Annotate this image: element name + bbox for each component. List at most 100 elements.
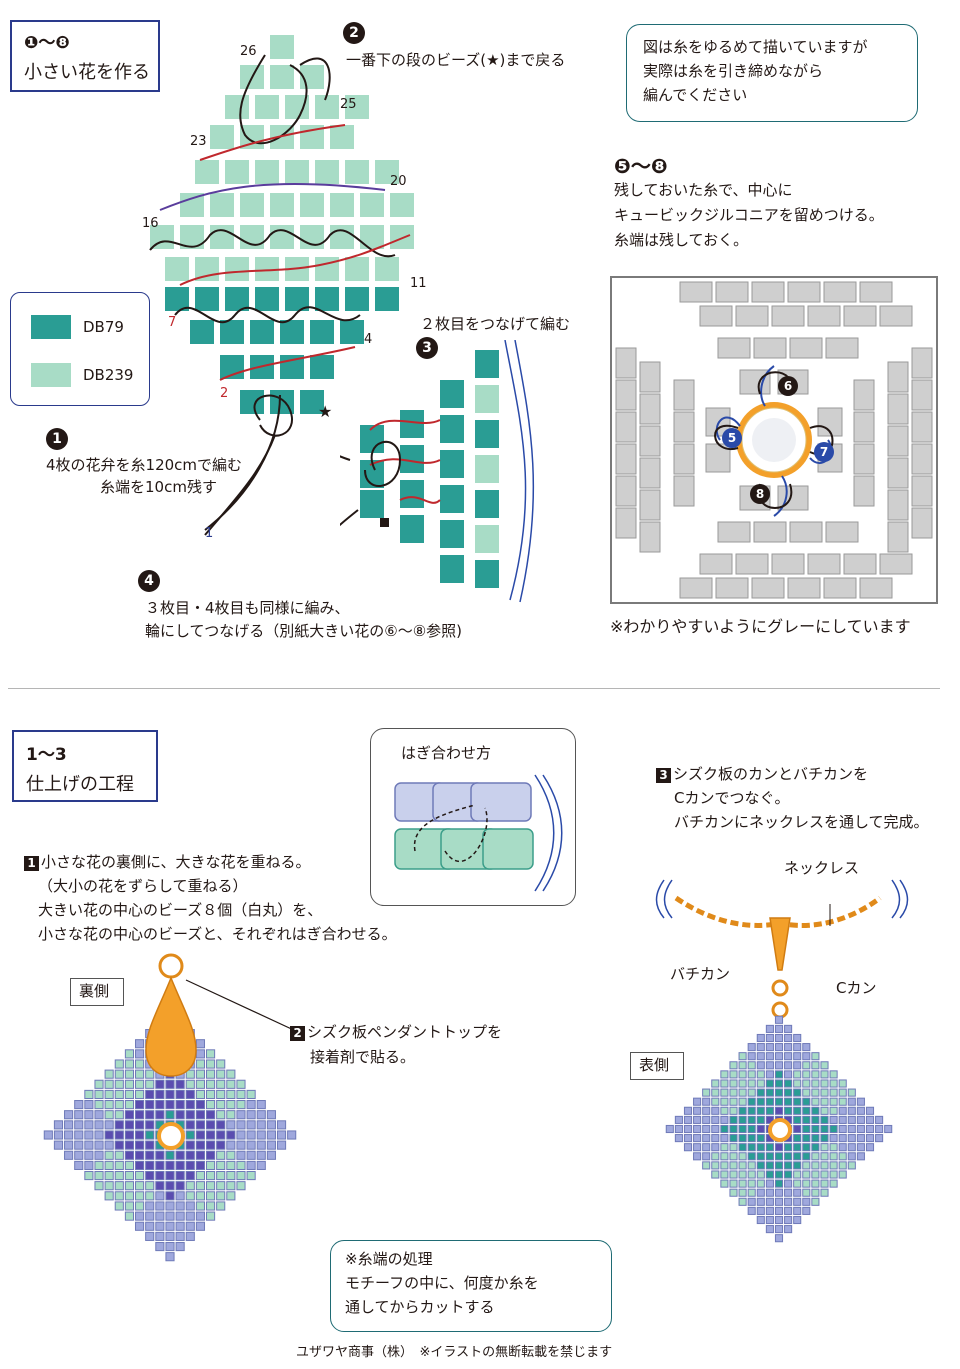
- flower-bead: [136, 1161, 144, 1169]
- flower-bead: [206, 1192, 214, 1200]
- flower-bead: [848, 1135, 855, 1142]
- flower-bead: [839, 1153, 846, 1160]
- flower-bead: [739, 1135, 746, 1142]
- flower-bead: [105, 1070, 113, 1078]
- flower-bead: [176, 1171, 184, 1179]
- section-divider: [8, 688, 940, 689]
- join-method-illustration: [385, 773, 565, 893]
- flower-bead: [821, 1144, 828, 1151]
- flower-bead: [785, 1062, 792, 1069]
- flower-bead: [794, 1144, 801, 1151]
- flower-bead: [65, 1111, 73, 1119]
- join-bead: [440, 450, 464, 478]
- flower-bead: [839, 1144, 846, 1151]
- gray-bead: [912, 412, 932, 442]
- flower-bead: [694, 1135, 701, 1142]
- flower-bead: [136, 1171, 144, 1179]
- center-steps-line2: キュービックジルコニアを留めつける。: [614, 205, 884, 226]
- flower-bead: [730, 1080, 737, 1087]
- gray-bead: [736, 306, 768, 326]
- flower-bead: [105, 1171, 113, 1179]
- flower-bead: [857, 1107, 864, 1114]
- finish-step3-line1: 3シズク板のカンとバチカンを: [656, 764, 868, 785]
- flower-bead: [794, 1180, 801, 1187]
- gray-bead: [640, 394, 660, 424]
- flower-bead: [794, 1044, 801, 1051]
- flower-bead: [803, 1071, 810, 1078]
- flower-bead: [848, 1098, 855, 1105]
- section2-heading-box: 1〜3 仕上げの工程: [12, 730, 158, 802]
- petal-bead: [210, 225, 234, 249]
- flower-bead: [830, 1153, 837, 1160]
- flower-bead: [227, 1161, 235, 1169]
- flower-bead: [748, 1189, 755, 1196]
- flower-bead: [775, 1216, 782, 1223]
- flower-bead: [166, 1090, 174, 1098]
- flower-bead: [65, 1141, 73, 1149]
- legend-swatch-db239: [31, 363, 71, 387]
- flower-bead: [794, 1135, 801, 1142]
- flower-bead: [136, 1111, 144, 1119]
- flower-bead: [766, 1053, 773, 1060]
- flower-bead: [812, 1162, 819, 1169]
- flower-bead: [794, 1089, 801, 1096]
- flower-bead: [105, 1192, 113, 1200]
- row-label-11: 11: [410, 276, 427, 291]
- flower-bead: [156, 1080, 164, 1088]
- gray-bead: [888, 522, 908, 552]
- flower-bead: [830, 1135, 837, 1142]
- flower-bead: [830, 1171, 837, 1178]
- flower-bead: [866, 1107, 873, 1114]
- gray-bead: [790, 522, 822, 542]
- flower-bead: [146, 1141, 154, 1149]
- gray-bead: [680, 282, 712, 302]
- flower-bead: [257, 1151, 265, 1159]
- flower-bead: [267, 1131, 275, 1139]
- flower-bead: [156, 1090, 164, 1098]
- flower-bead: [712, 1089, 719, 1096]
- gray-bead: [640, 426, 660, 456]
- flower-bead: [186, 1111, 194, 1119]
- gray-bead: [640, 522, 660, 552]
- flower-bead: [739, 1116, 746, 1123]
- flower-bead: [125, 1121, 133, 1129]
- join-bead: [360, 490, 384, 518]
- flower-bead: [206, 1141, 214, 1149]
- flower-bead: [136, 1070, 144, 1078]
- petal-bead: [345, 287, 369, 311]
- flower-bead: [65, 1151, 73, 1159]
- flower-bead: [95, 1101, 103, 1109]
- flower-bead: [176, 1192, 184, 1200]
- flower-bead: [730, 1089, 737, 1096]
- flower-bead: [766, 1189, 773, 1196]
- petal-bead: [190, 320, 214, 344]
- flower-bead: [748, 1207, 755, 1214]
- flower-bead: [196, 1131, 204, 1139]
- flower-bead: [794, 1107, 801, 1114]
- gray-bead: [912, 444, 932, 474]
- flower-bead: [217, 1202, 225, 1210]
- flower-bead: [166, 1192, 174, 1200]
- flower-bead: [146, 1070, 154, 1078]
- gray-bead: [772, 306, 804, 326]
- petal-bead: [225, 160, 249, 184]
- petal-bead: [360, 225, 384, 249]
- flower-bead: [794, 1153, 801, 1160]
- flower-bead: [105, 1080, 113, 1088]
- flower-bead: [115, 1090, 123, 1098]
- flower-bead: [217, 1101, 225, 1109]
- flower-bead: [748, 1171, 755, 1178]
- flower-bead: [830, 1180, 837, 1187]
- flower-bead: [812, 1198, 819, 1205]
- petal-bead: [225, 95, 249, 119]
- gray-bead: [772, 554, 804, 574]
- flower-bead: [267, 1111, 275, 1119]
- flower-bead: [196, 1080, 204, 1088]
- flower-bead: [227, 1121, 235, 1129]
- join-bead: [440, 520, 464, 548]
- flower-bead: [95, 1080, 103, 1088]
- flower-bead: [748, 1107, 755, 1114]
- flower-bead: [166, 1171, 174, 1179]
- flower-bead: [766, 1226, 773, 1233]
- flower-bead: [247, 1111, 255, 1119]
